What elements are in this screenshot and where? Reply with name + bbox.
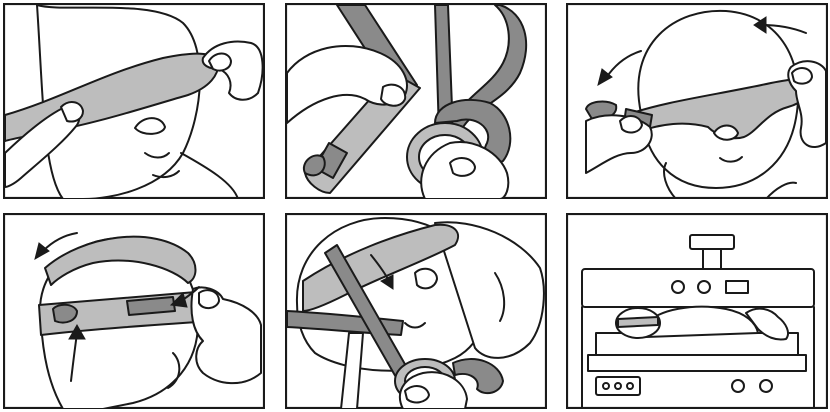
infant-mouth	[719, 156, 743, 163]
bed-tray	[587, 354, 807, 372]
right-thumb	[198, 289, 220, 309]
infant-mouth	[404, 322, 426, 329]
infant-arm	[494, 272, 506, 322]
arrow-up-head	[68, 323, 86, 340]
band-hanging-strip	[340, 332, 364, 409]
left-thumb	[380, 83, 407, 107]
infant-mouth	[144, 152, 170, 159]
right-thumb	[404, 385, 430, 404]
fastener-pad-left	[52, 303, 78, 324]
lamp-handle	[689, 234, 735, 250]
infant-neck-left	[663, 162, 677, 199]
fastener-tab-end	[302, 154, 326, 177]
lamp-indicator-2	[697, 280, 711, 294]
direction-arrow-head	[380, 274, 394, 290]
infant-chin	[152, 170, 180, 179]
fastener-pad-right	[126, 296, 176, 316]
wrapping-band-around-head-icon	[566, 3, 828, 199]
right-thumb	[449, 157, 476, 177]
left-thumb	[60, 101, 84, 123]
lamp-display	[725, 280, 749, 294]
control-knob-2	[759, 379, 773, 393]
infant-legs	[745, 307, 789, 341]
panel-cut-fastener	[285, 3, 547, 199]
left-hand	[4, 105, 81, 188]
infant-nose	[414, 267, 438, 290]
infant-shoulder	[180, 152, 239, 199]
infant-neck-right	[765, 181, 797, 199]
fastening-band-at-back-of-head-icon	[3, 213, 265, 409]
lamp-indicator-1	[671, 280, 685, 294]
infant-body	[645, 305, 759, 338]
infant-ear	[167, 352, 181, 389]
band-loop-top	[44, 235, 197, 286]
control-dot-2	[614, 382, 622, 390]
incubator-frame-sides	[581, 306, 815, 409]
hands-holding-eye-mask-over-infant-eyes-icon	[3, 3, 265, 199]
rotate-arrow-left-head	[597, 68, 613, 87]
panel-incubator	[566, 213, 828, 409]
right-thumb	[208, 52, 232, 72]
right-hand	[190, 286, 262, 385]
rotate-arrow-right-head	[753, 16, 767, 34]
infant-in-phototherapy-unit-icon	[566, 213, 828, 409]
control-knob-1	[731, 379, 745, 393]
panel-trim-band	[285, 213, 547, 409]
arrow-left-head	[169, 292, 188, 308]
control-dot-1	[602, 382, 610, 390]
control-dot-3	[626, 382, 634, 390]
trimming-excess-band-icon	[285, 213, 547, 409]
lamp-handle-stem	[702, 248, 722, 270]
eye-mask-on-infant	[617, 316, 659, 328]
scissor-handle-right	[434, 98, 512, 164]
infant-body	[434, 221, 545, 359]
infant-nose	[134, 117, 166, 135]
panel-place-mask	[3, 3, 265, 199]
panel-fasten-band	[3, 213, 265, 409]
rotate-arrow-head	[34, 242, 50, 261]
left-thumb	[619, 115, 643, 134]
infant-nose	[713, 124, 739, 141]
scissors-cutting-fastener-strip-icon	[285, 3, 547, 199]
panel-wrap-band	[566, 3, 828, 199]
right-thumb	[791, 67, 813, 85]
scissor-handle-right	[452, 358, 504, 395]
